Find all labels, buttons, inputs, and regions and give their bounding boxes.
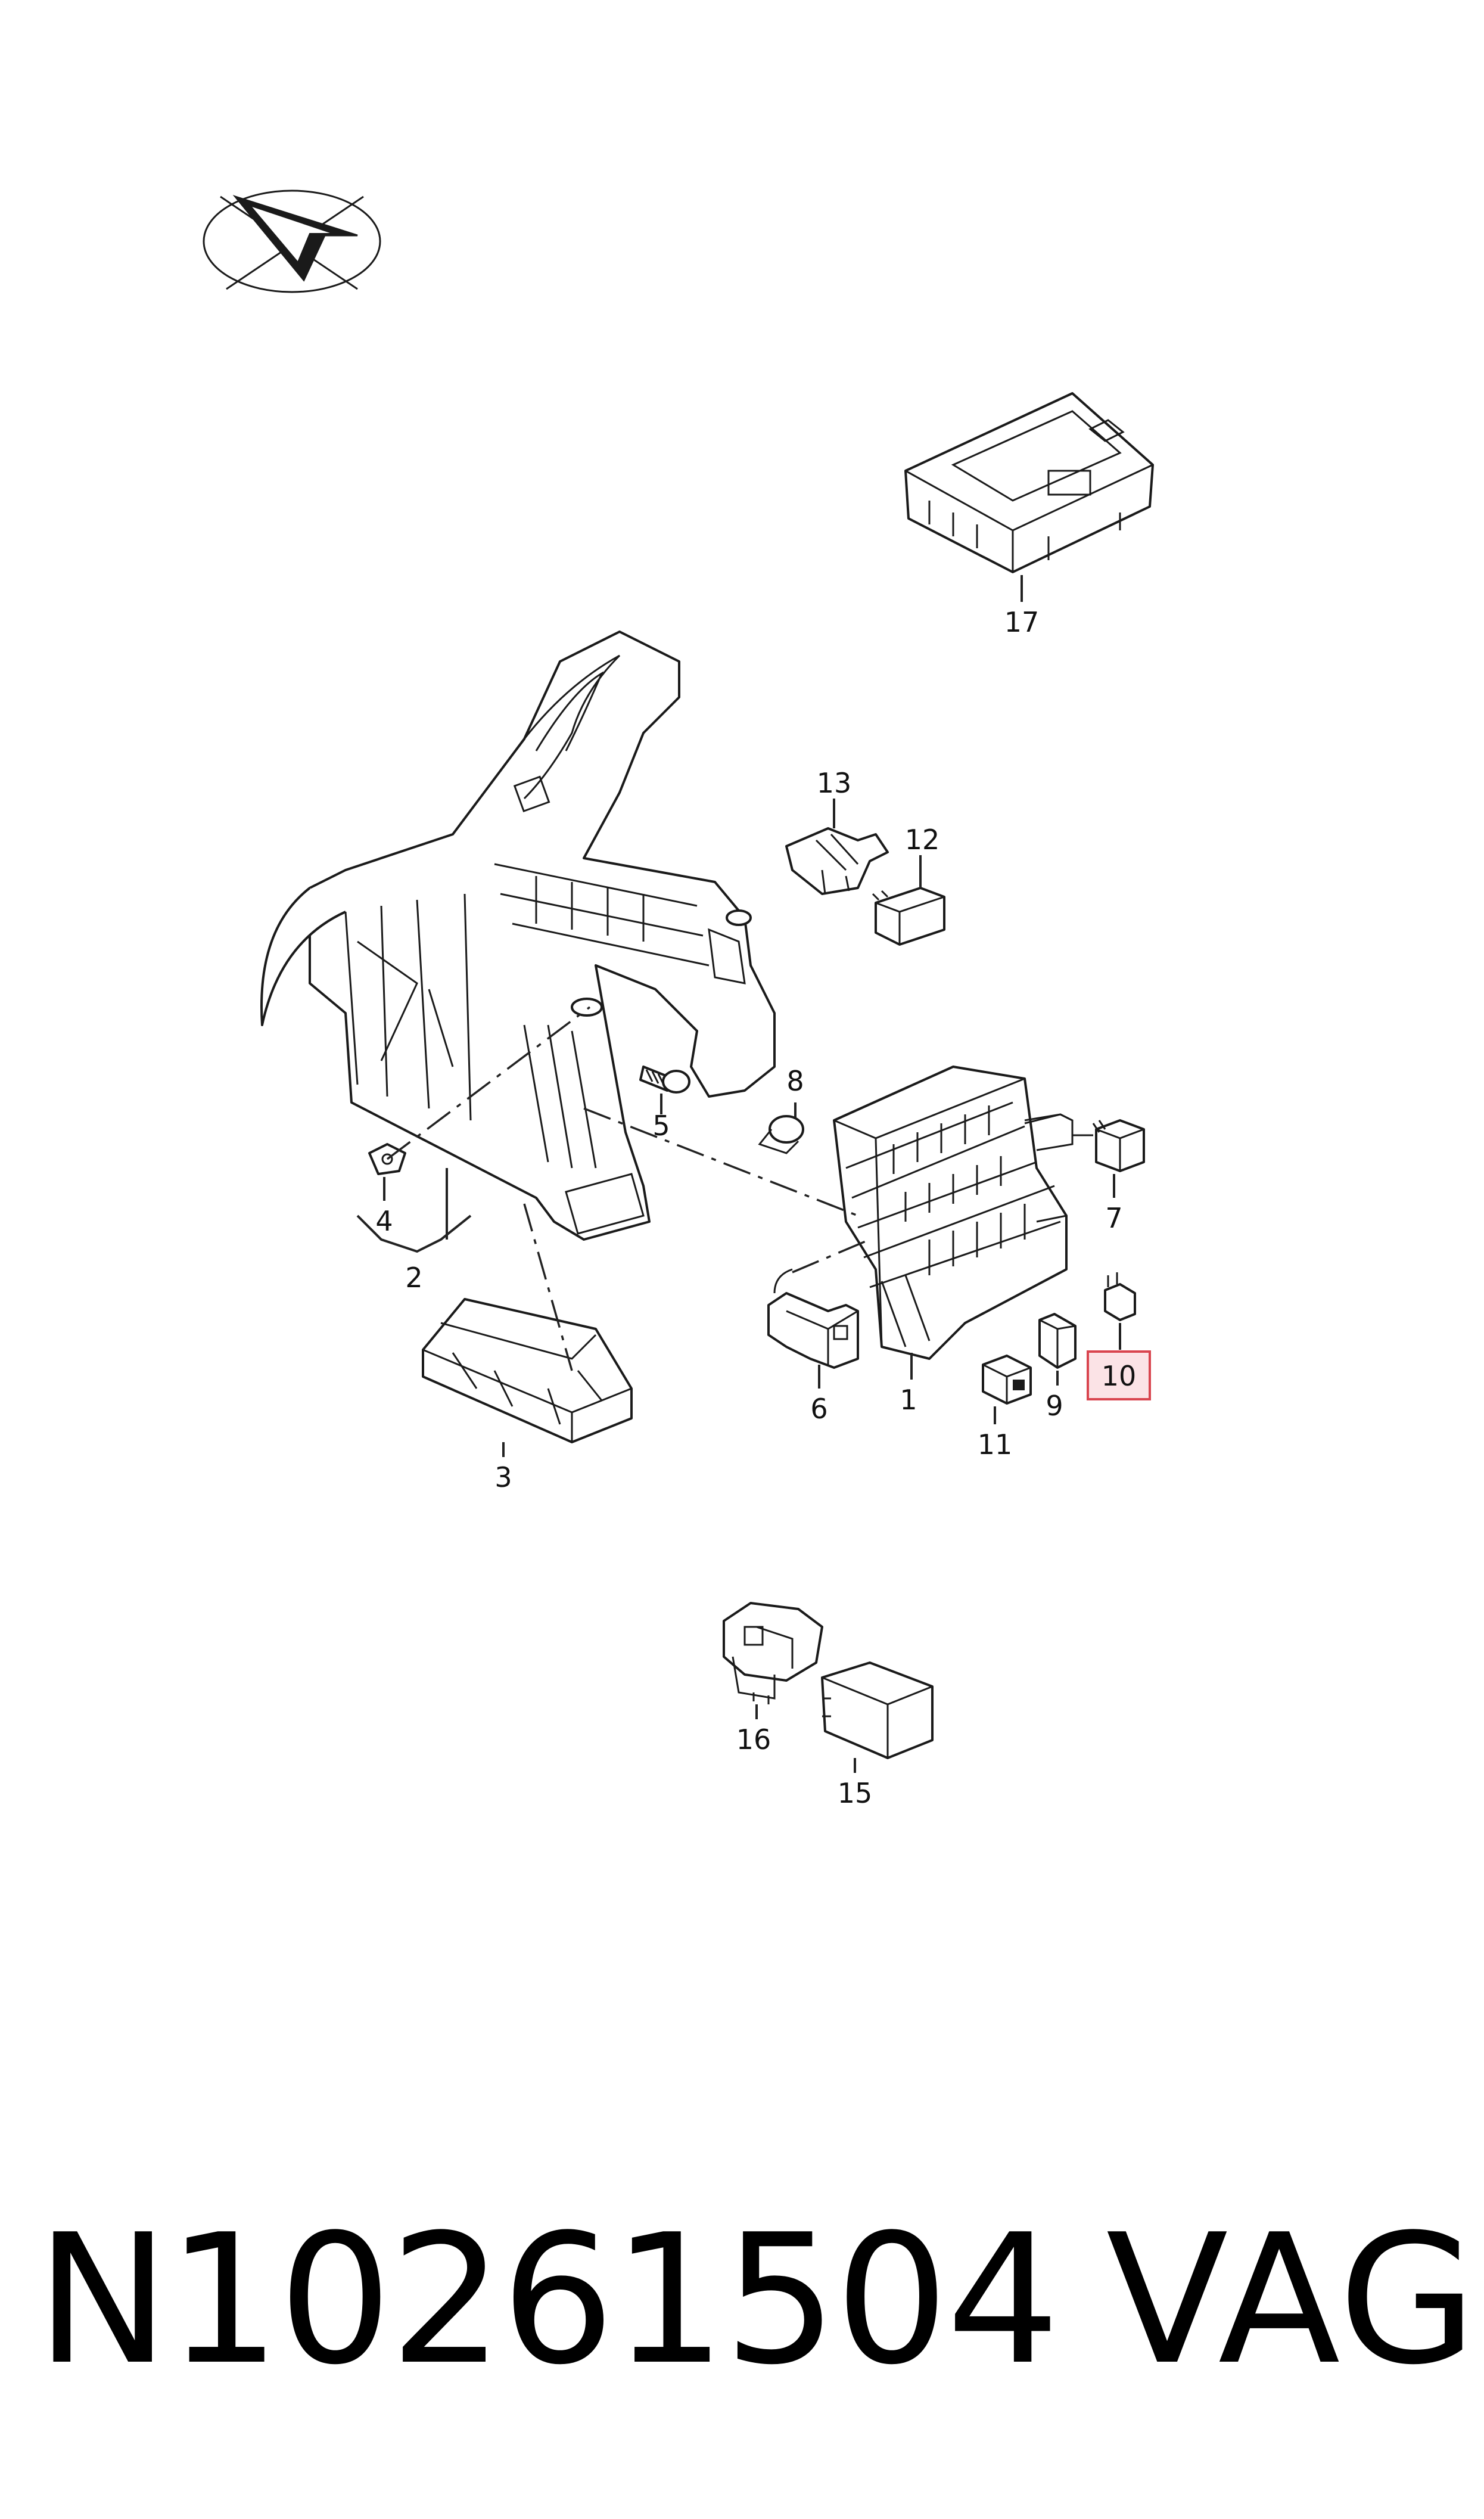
label-11: 11 — [978, 1428, 1013, 1461]
assembly-guide-lines — [386, 1006, 870, 1371]
brand-name: VAG — [1106, 2196, 1478, 2404]
part-11-small-relay[interactable] — [982, 1355, 1032, 1405]
part-8-grommet[interactable] — [758, 1115, 804, 1154]
highlight-box-10 — [1087, 1350, 1151, 1400]
label-15: 15 — [838, 1777, 873, 1809]
label-16: 16 — [736, 1723, 771, 1756]
part-16-relay-socket[interactable] — [723, 1602, 823, 1704]
part-17-control-unit[interactable] — [904, 392, 1154, 573]
label-3: 3 — [494, 1461, 512, 1493]
label-4: 4 — [375, 1205, 393, 1237]
label-8: 8 — [786, 1065, 804, 1097]
part-7-connector[interactable] — [1024, 1113, 1145, 1172]
label-2: 2 — [405, 1262, 422, 1294]
part-2-mounting-bracket[interactable] — [260, 630, 776, 1241]
label-6: 6 — [810, 1393, 827, 1425]
label-12: 12 — [905, 824, 940, 856]
label-17: 17 — [1004, 606, 1040, 638]
label-13: 13 — [817, 767, 852, 799]
part-3-cover-tray[interactable] — [422, 1298, 633, 1443]
part-10-mini-fuse[interactable] — [1104, 1272, 1136, 1321]
part-12-relay[interactable] — [872, 887, 945, 946]
part-6-connector[interactable] — [767, 1268, 859, 1369]
part-15-relay[interactable] — [821, 1661, 934, 1759]
part-number: N10261504 — [36, 2196, 1060, 2404]
part-5-screw[interactable] — [639, 1066, 690, 1094]
part-13-relay-bracket[interactable] — [785, 827, 889, 895]
label-7: 7 — [1105, 1202, 1122, 1234]
part-9-fuse[interactable] — [1038, 1313, 1077, 1369]
part-1-fuse-carrier[interactable] — [833, 1066, 1074, 1360]
label-1: 1 — [900, 1384, 917, 1416]
label-9: 9 — [1046, 1390, 1063, 1422]
label-10[interactable]: 10 — [1102, 1360, 1137, 1392]
orientation-arrow-icon — [203, 190, 381, 293]
